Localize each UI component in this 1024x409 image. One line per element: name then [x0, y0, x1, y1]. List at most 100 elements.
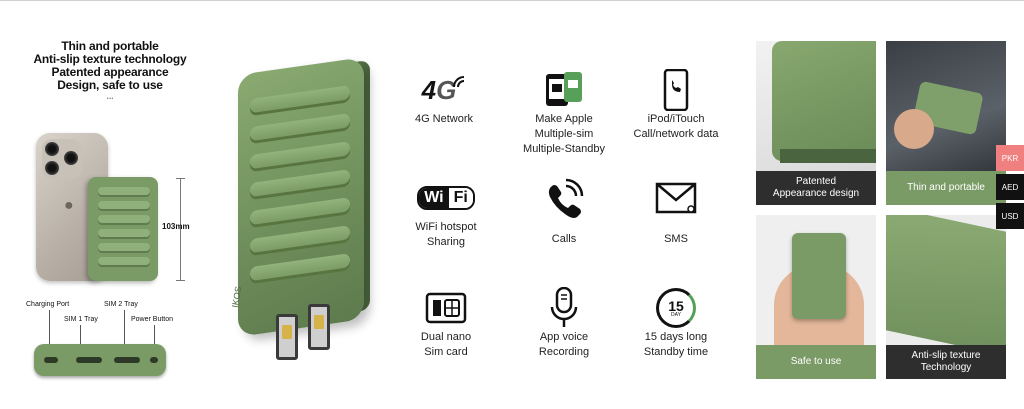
texture-rib: [250, 253, 350, 282]
power-button-label: Power Button: [131, 316, 174, 323]
sim-tray-1: [276, 314, 298, 360]
sim1-tray-label: SIM 1 Tray: [64, 316, 98, 323]
leader-line: [80, 325, 81, 350]
currency-pkr-button[interactable]: PKR: [996, 145, 1024, 171]
feature-standby-time: 15 DAY 15 days long Standby time: [616, 286, 736, 360]
tile-thin-portable: Thin and portable: [886, 41, 1006, 205]
dimension-tick-bottom: [176, 280, 185, 281]
feature-label-line: Dual nano: [420, 331, 472, 343]
leader-line: [49, 310, 50, 350]
headline-line-2: Anti-slip texture technology: [33, 52, 187, 66]
sim-chip: [282, 325, 292, 339]
charging-port: [44, 357, 58, 363]
tile-caption: Safe to use: [756, 345, 876, 379]
device-closeup: [772, 41, 876, 161]
feature-label-line: 15 days long: [644, 331, 708, 343]
currency-usd-button[interactable]: USD: [996, 203, 1024, 229]
leader-line: [124, 310, 125, 350]
4g-icon-digit: 4: [421, 74, 437, 105]
tile-photo: [756, 41, 876, 175]
4g-icon: 4G: [384, 68, 504, 112]
tile-photo: [756, 215, 876, 349]
feature-label: Calls: [504, 232, 624, 247]
tile-safe-to-use: Safe to use: [756, 215, 876, 379]
camera-lens: [45, 161, 59, 175]
microphone-icon: [504, 286, 624, 330]
feature-label: App voice Recording: [504, 330, 624, 360]
feature-4g-network: 4G 4G Network: [384, 68, 504, 127]
feature-label-line: Sharing: [427, 236, 465, 248]
power-bank-hero-image: [238, 57, 364, 337]
signal-arcs-icon: [453, 76, 465, 88]
tile-caption-line: Thin and portable: [907, 182, 985, 193]
feature-label-line: Standby time: [643, 346, 709, 358]
top-divider: [0, 0, 1024, 1]
leader-line: [154, 325, 155, 350]
feature-dual-sim: Dual nano Sim card: [386, 286, 506, 360]
15-day-icon-number: 15: [668, 297, 684, 314]
camera-module: [42, 139, 82, 179]
texture-rib: [250, 197, 350, 226]
headline: Thin and portable Anti-slip texture tech…: [0, 40, 220, 101]
headline-line-4: Design, safe to use: [57, 78, 163, 92]
4g-icon-letter: G: [436, 74, 457, 105]
headline-line-3: Patented appearance: [51, 65, 169, 79]
tile-caption-line: Safe to use: [790, 356, 842, 367]
sim-card-icon: [386, 286, 506, 330]
charging-port-label: Charging Port: [26, 301, 70, 308]
tile-photo: [886, 215, 1006, 356]
device-texture-closeup: [886, 215, 1006, 356]
feature-label-line: 4G Network: [414, 113, 474, 125]
feature-label-line: WiFi hotspot: [415, 221, 477, 233]
feature-label: 4G Network: [384, 112, 504, 127]
feature-label-line: Sim card: [424, 346, 468, 358]
feature-label-line: iPod/iTouch: [647, 113, 705, 125]
feature-label-line: Multiple-sim: [534, 128, 594, 140]
phone-calls-icon: [504, 176, 624, 220]
feature-label-line: Multiple-Standby: [523, 143, 605, 155]
feature-multi-sim: Make Apple Multiple-sim Multiple-Standby: [504, 68, 624, 157]
texture-rib: [98, 229, 150, 237]
headline-dots: ...: [106, 91, 114, 101]
texture-rib: [98, 201, 150, 209]
currency-aed-button[interactable]: AED: [996, 174, 1024, 200]
texture-rib: [250, 113, 350, 142]
sim1-slot: [76, 357, 102, 363]
power-bank-bottom-view: [34, 344, 166, 376]
texture-rib: [250, 141, 350, 170]
feature-calls: Calls: [504, 176, 624, 247]
sim2-slot: [114, 357, 140, 363]
texture-rib: [98, 187, 150, 195]
feature-label: Dual nano Sim card: [386, 330, 506, 360]
feature-label-line: Call/network data: [633, 128, 719, 140]
wifi-icon-wi: Wi: [419, 188, 449, 208]
feature-label-line: Recording: [538, 346, 590, 358]
sim2-tray-label: SIM 2 Tray: [104, 301, 138, 308]
hand: [894, 109, 934, 149]
tile-photo: [886, 41, 1006, 175]
feature-label: iPod/iTouch Call/network data: [616, 112, 736, 142]
device-edge-closeup: [780, 149, 876, 163]
envelope-icon: [616, 176, 736, 220]
texture-rib: [98, 243, 150, 251]
apple-logo-icon: ●: [64, 197, 74, 214]
tile-caption-line: Anti-slip texture: [911, 350, 981, 361]
sim-chip: [314, 315, 324, 329]
device-in-hand: [792, 233, 846, 319]
feature-label-line: Make Apple: [535, 113, 593, 125]
dimension-line: [180, 178, 181, 280]
feature-ipod-itouch: iPod/iTouch Call/network data: [616, 68, 736, 142]
15-day-icon-unit: DAY: [671, 311, 681, 318]
feature-label: Make Apple Multiple-sim Multiple-Standby: [504, 112, 624, 157]
power-button: [150, 357, 158, 363]
feature-label: SMS: [616, 232, 736, 247]
tile-caption: Thin and portable: [886, 171, 1006, 205]
wifi-icon-fi: Fi: [448, 188, 473, 208]
feature-voice-recording: App voice Recording: [504, 286, 624, 360]
camera-lens: [45, 142, 59, 156]
